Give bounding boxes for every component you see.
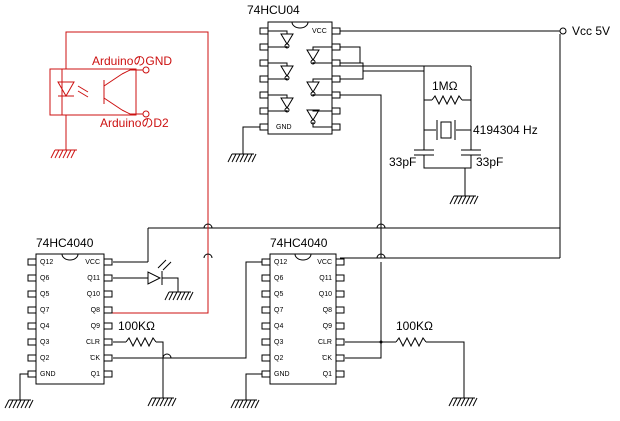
- vcc-label: Vcc 5V: [572, 24, 610, 38]
- u3-left-pin-q12: Q12: [274, 259, 287, 266]
- u3-left-pin-q7: Q7: [274, 307, 283, 314]
- u1-right-pins: [331, 27, 341, 131]
- u2-left-pin-q3: Q3: [40, 339, 49, 346]
- u1-pin-gnd: GND: [276, 124, 292, 131]
- u2-right-pin-q10: Q10: [87, 291, 100, 298]
- c-left-label: 33pF: [389, 155, 416, 169]
- vcc-rail: Vcc 5V: [113, 24, 610, 263]
- led: [113, 259, 194, 301]
- u2-right-pin-q1: Q1: [91, 371, 100, 378]
- u3-right-pin-q11: Q11: [319, 275, 332, 282]
- u2-left-pin-q7: Q7: [40, 307, 49, 314]
- u2-right-pin-q11: Q11: [87, 275, 100, 282]
- u2-ground: [4, 373, 34, 409]
- u2-right-pins: [103, 258, 113, 378]
- u1-name: 74HCU04: [247, 3, 300, 17]
- u3-ground: [230, 373, 262, 409]
- arduino-gnd-label: ArduinoのGND: [92, 54, 172, 68]
- wire-crossings: [203, 223, 386, 259]
- u1-ground: [227, 126, 260, 163]
- u3-right-pin-vcc: VCC: [317, 259, 332, 266]
- u2-left-pin-gnd: GND: [40, 371, 56, 378]
- c-right-label: 33pF: [476, 155, 503, 169]
- u3-left-pin-q3: Q3: [274, 339, 283, 346]
- u2-left-pin-q6: Q6: [40, 275, 49, 282]
- u3-name: 74HC4040: [270, 236, 328, 250]
- u3-left-pin-q2: Q2: [274, 355, 283, 362]
- u3-left-pin-gnd: GND: [274, 371, 290, 378]
- crystal-label: 4194304 Hz: [473, 123, 538, 137]
- arduino-d2-label: ArduinoのD2: [100, 116, 169, 130]
- u3-right-pin-q9: Q9: [323, 323, 332, 330]
- u2-left-pin-q4: Q4: [40, 323, 49, 330]
- u3-left-pin-q6: Q6: [274, 275, 283, 282]
- u1-pin-vcc: VCC: [312, 28, 327, 35]
- u2-name: 74HC4040: [36, 236, 94, 250]
- optocoupler: ArduinoのGND ArduinoのD2: [49, 31, 209, 314]
- u3-left-pins: [261, 258, 271, 378]
- u3-right-pin-q1: Q1: [323, 371, 332, 378]
- u2-right-pin-clr: CLR: [86, 339, 100, 346]
- u3-right-pins: [335, 258, 345, 378]
- u3-right-pin-ck: CK: [322, 355, 332, 362]
- oscillator-network: 1MΩ 4194304 Hz 33pF 33pF: [340, 46, 538, 258]
- u1-inverters: [268, 30, 332, 128]
- r-feedback-label: 1MΩ: [432, 79, 458, 93]
- u2-left-pin-q5: Q5: [40, 291, 49, 298]
- u2-right-pin-ck: CK: [90, 355, 100, 362]
- u2-left-pin-q2: Q2: [40, 355, 49, 362]
- r-u3-label: 100KΩ: [396, 319, 433, 333]
- u2-right-pin-vcc: VCC: [85, 259, 100, 266]
- u3-right-pin-clr: CLR: [318, 339, 332, 346]
- u3-right-pin-q8: Q8: [323, 307, 332, 314]
- u1-left-pins: [259, 27, 269, 131]
- u2-left-pins: [27, 258, 37, 378]
- u3-clr-network: 100KΩ: [345, 262, 478, 407]
- u3-left-pin-q4: Q4: [274, 323, 283, 330]
- u3-left-pin-q5: Q5: [274, 291, 283, 298]
- u2-right-pin-q9: Q9: [91, 323, 100, 330]
- u1-chip: 74HCU04 VCC GND: [247, 3, 341, 135]
- u2-left-pin-q12: Q12: [40, 259, 53, 266]
- u3-right-pin-q10: Q10: [319, 291, 332, 298]
- u2-right-pin-q8: Q8: [91, 307, 100, 314]
- u2-clr-network: 100KΩ: [113, 261, 262, 407]
- r-u2-label: 100KΩ: [118, 319, 155, 333]
